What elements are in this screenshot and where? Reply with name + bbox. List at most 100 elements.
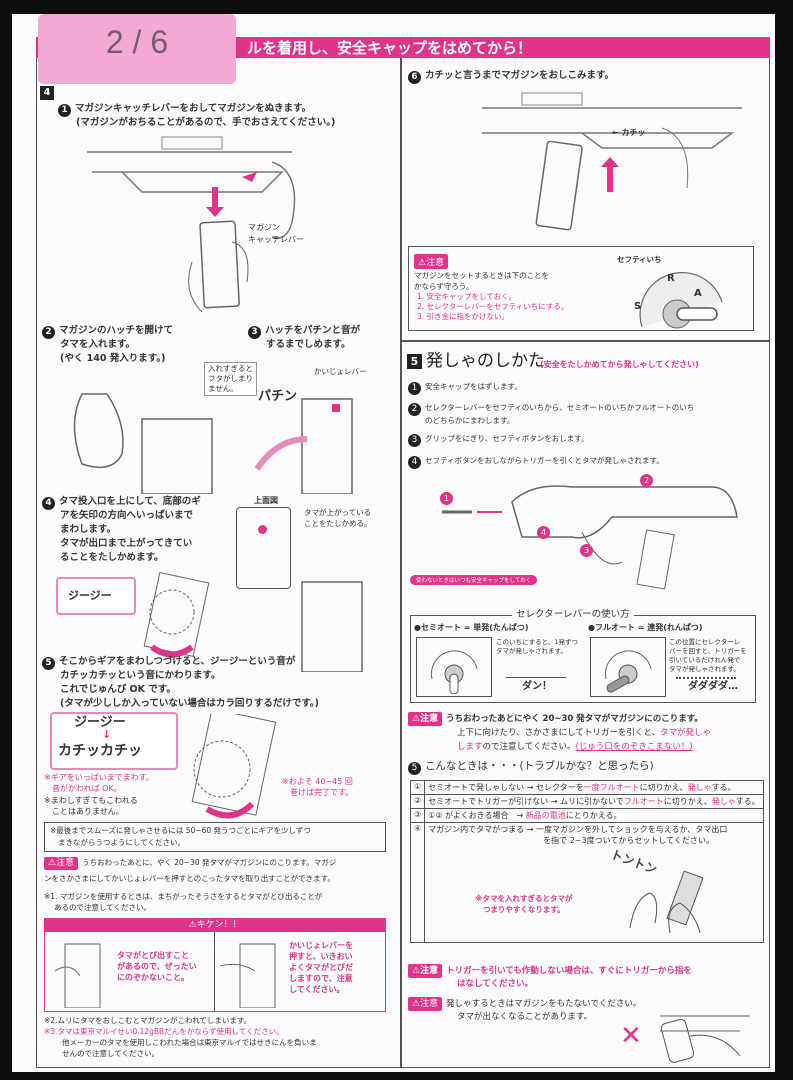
gear-note-2: 音がかわれば OK。 (52, 784, 122, 793)
sound-before: ジージー (74, 715, 126, 730)
top-view-label: 上面図 (254, 496, 278, 505)
step2-line1: マガジンのハッチを開けて (59, 325, 174, 336)
step-number: 5 (42, 657, 55, 670)
gear-illustration (143, 572, 363, 672)
semi-panel (416, 637, 492, 697)
top-view-note-2: ことをたしかめる。 (304, 519, 372, 528)
holding-magazine-illustration (660, 1015, 750, 1063)
semi-auto-label: ●セミオート = 単発(たんぱつ) (414, 623, 529, 632)
jam-note-2: つまりやすくなります。 (482, 905, 565, 914)
step-number: 3 (248, 326, 261, 339)
note3-3: せんので注意してください。 (62, 1049, 160, 1058)
step2-line2: タマを入れます。 (60, 339, 136, 350)
top-view-note-1: タマが上がっている (304, 508, 372, 517)
snap-sound: パチン (258, 389, 298, 404)
row4-line1: マガジン内でタマがつまる → 一度マガジンを外してショックを与えるか、タマ出口 (428, 825, 728, 834)
caution-left: ⚠注意うちおわったあとに、やく 20~30 発タマがマガジンにのこります。マガジ (44, 857, 336, 870)
bb-dot (258, 525, 267, 534)
full-desc-3: 引いているだけれん発で (669, 656, 741, 664)
caution-trigger-2: はなしてください。 (457, 979, 533, 989)
page-indicator-text: 2 / 6 (105, 24, 169, 60)
danger-divider (214, 932, 215, 1012)
magazine-peek-illustration (54, 943, 101, 1008)
caution-badge: ⚠注意 (408, 964, 443, 978)
x-mark-icon: ✕ (620, 1021, 642, 1051)
caution-badge: ⚠注意 (44, 857, 79, 870)
section5-number: 5 (407, 354, 422, 369)
fire-step2-line2: のどちらかにまわします。 (425, 416, 515, 425)
caution-remaining-3a: します (457, 742, 483, 752)
step5-line4: (タマが少ししか入っていない場合はカラ回りするだけです。) (60, 698, 320, 709)
turns-note-1: ※およそ 40~45 回 (282, 777, 353, 786)
step4-line5: ることをたしかめます。 (60, 552, 164, 563)
section5-title: 発しゃのしかた (426, 351, 545, 371)
caution-set-item1: 1. 安全キャップをしておく。 (417, 292, 517, 301)
tapping-hands-illustration (629, 870, 704, 934)
page-indicator (38, 14, 236, 84)
overwind-note-2: ことはありません。 (52, 807, 124, 816)
callout-2: 2 (640, 474, 653, 487)
caution-trigger: ⚠注意トリガーを引いても作動しない場合は、すぐにトリガーから指を (408, 964, 692, 978)
row-text-c: に切りかえ、 (639, 783, 688, 792)
header-banner-text: ルを着用し、安全キャップをはめてから！ (247, 39, 533, 57)
full-shot-line (676, 677, 736, 679)
row-text-b: 新品の電池 (525, 811, 566, 820)
selector-title: セレクターレバーの使い方 (512, 608, 634, 622)
hatch-illustration (73, 393, 353, 494)
cap-reminder-pill: 使わないときはいつも安全キャップをしておく (410, 575, 538, 585)
danger-panel2: かいじょレバーを 押すと、いきおい よくタマがとびだ しますので、注意 してくだ… (289, 940, 353, 995)
semi-desc-2: タマが発しゃされます。 (496, 647, 567, 655)
callout-1: 1 (440, 492, 453, 505)
row4-line2: を指で 2~3度ついてからセットしてください。 (543, 836, 714, 845)
row-text: ①② がよくおきる場合 → 新品の電池にとりかえる。 (424, 808, 764, 823)
note1-1: ※1. マガジンを使用するときは、まちがったそうさをするとタマがとび出ることが (44, 892, 323, 901)
step-number: 4 (42, 497, 55, 510)
row-text: セミオートでトリガーが引けない → ムリに引かないでフルオートに切りかえ、発しゃ… (424, 794, 764, 809)
danger-p1-2: があるので、ぜったい (117, 962, 197, 971)
pos-a: A (694, 288, 702, 299)
sound-after: カチッカチッ (58, 743, 142, 759)
row-text-a: セミオートでトリガーが引けない → ムリに引かないで (428, 797, 624, 806)
callout-4: 4 (537, 526, 550, 539)
row-text-a: セミオートで発しゃしない → セレクターを (428, 783, 584, 792)
step4-line3: まわします。 (60, 524, 117, 535)
step4-line4: タマが出口まで上がってきてい (60, 538, 193, 549)
overfill-line2: フタがしまり (208, 374, 253, 383)
semi-shot-line (506, 677, 566, 678)
caution-left-2: ンをさかさまにしてかいじょレバーを押すとのこったタマを取り出すことができます。 (44, 874, 335, 883)
danger-p2-5: してください。 (289, 985, 345, 994)
smooth-note-2: まきながらうつようにしてください。 (58, 838, 186, 847)
step-number: 3 (408, 434, 421, 447)
caution-set-1: マガジンをセットするときは下のことを (414, 271, 549, 280)
full-panel (590, 637, 666, 697)
smooth-note-1: ※最後までスムーズに発しゃさせるには 50~60 発うつごとにギアを少しずつ (50, 826, 311, 835)
release-lever-illustration (220, 943, 276, 1008)
rifle-firing-illustration (442, 485, 738, 590)
caution-remaining: ⚠注意うちおわったあとにやく 20~30 発タマがマガジンにのこります。 (408, 712, 703, 726)
note3-2: 他メーカーのタマを使用しこわれた場合は東京マルイではせきにんを負いま (62, 1038, 317, 1047)
click-label: ← カチッ (612, 128, 646, 137)
trouble-title-text: こんなときは・・・(トラブルかな？と思ったら) (425, 760, 654, 772)
caution-badge: ⚠注意 (408, 997, 443, 1011)
top-view-box (236, 507, 291, 589)
zizi-box (56, 577, 136, 615)
overfill-note: 入れすぎると フタがしまり ません。 (204, 362, 257, 396)
section-4-number: 4 (40, 86, 54, 100)
row-text-b: 一度フルオート (583, 783, 640, 792)
semi-sound: ダン！ (522, 681, 552, 692)
row-text-d: 発しゃ (687, 783, 712, 792)
full-sound: ダダダダ… (688, 681, 738, 692)
step2-line3: (やく 140 発入ります。) (60, 353, 166, 364)
row-no: ① (409, 780, 426, 795)
right-column (400, 58, 770, 1068)
step-number: 4 (408, 456, 421, 469)
row-no: ② (409, 794, 426, 809)
fire-step3-text: グリップをにぎり、セフティボタンをおします。 (425, 434, 589, 443)
